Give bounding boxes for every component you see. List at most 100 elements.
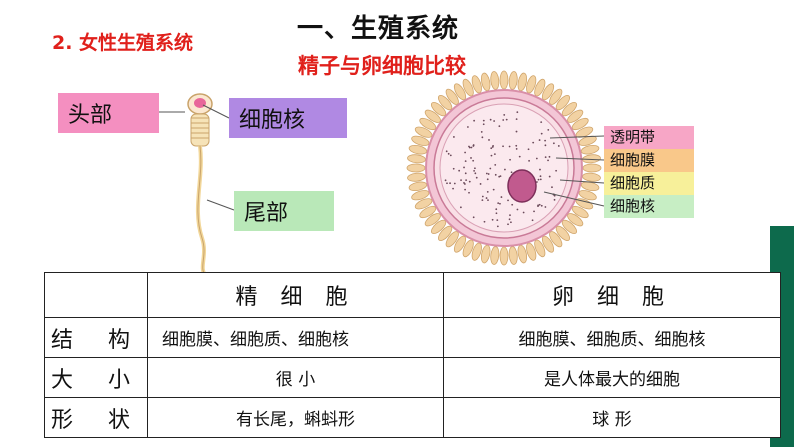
- yolk-granule: [464, 172, 467, 175]
- yolk-granule: [474, 172, 477, 175]
- sperm-head-label: 头部: [58, 93, 159, 133]
- yolk-granule: [495, 208, 498, 211]
- yolk-granule: [502, 119, 505, 121]
- yolk-granule: [493, 120, 496, 122]
- corona-cell: [407, 154, 426, 164]
- yolk-granule: [555, 169, 558, 172]
- corona-cell: [526, 75, 537, 94]
- sperm-label-pointers: [159, 104, 235, 211]
- yolk-granule: [470, 146, 473, 149]
- yolk-granule: [464, 188, 466, 191]
- corona-cell: [580, 144, 600, 155]
- yolk-granule: [463, 183, 466, 185]
- table-header-empty: [44, 272, 148, 318]
- yolk-granule: [509, 158, 511, 161]
- cell-egg-shape: 球 形: [443, 397, 781, 438]
- corona-cell: [549, 231, 563, 248]
- yolk-granule: [481, 136, 484, 139]
- corona-cell: [575, 198, 594, 210]
- yolk-granule: [495, 212, 498, 215]
- yolk-granule: [494, 173, 497, 176]
- yolk-granule: [533, 210, 535, 213]
- yolk-granule: [515, 130, 518, 133]
- page-title: 一、生殖系统: [297, 14, 460, 44]
- yolk-granule: [486, 178, 489, 181]
- corona-cell: [508, 71, 518, 90]
- yolk-granule: [481, 195, 484, 198]
- yolk-granule: [445, 150, 448, 153]
- yolk-granule: [446, 182, 448, 185]
- egg-nucleus-label: 细胞核: [604, 195, 694, 218]
- yolk-granule: [507, 199, 509, 202]
- yolk-granule: [487, 173, 490, 175]
- yolk-granule: [515, 144, 518, 147]
- corona-cell: [490, 71, 500, 90]
- corona-cell: [490, 246, 500, 265]
- yolk-granule: [447, 152, 450, 155]
- sperm-nucleus-label: 细胞核: [229, 98, 347, 138]
- yolk-granule: [472, 159, 475, 162]
- yolk-granule: [458, 169, 461, 172]
- yolk-granule: [497, 202, 500, 205]
- comparison-table: 精 细 胞 卵 细 胞 结 构 细胞膜、细胞质、细胞核 细胞膜、细胞质、细胞核 …: [44, 272, 781, 438]
- yolk-granule: [485, 172, 488, 175]
- yolk-granule: [551, 186, 553, 189]
- yolk-granule: [537, 178, 540, 181]
- yolk-granule: [459, 206, 462, 209]
- yolk-granule: [510, 171, 513, 174]
- yolk-granule: [509, 214, 511, 217]
- yolk-granule: [467, 126, 469, 128]
- yolk-granule: [486, 190, 489, 193]
- yolk-granule: [452, 187, 454, 190]
- egg-zona-label: 透明带: [604, 126, 694, 149]
- row-label-size: 大 小: [44, 357, 148, 398]
- sperm-tail-label: 尾部: [234, 191, 334, 231]
- yolk-granule: [452, 167, 455, 170]
- egg-cell-illustration: [406, 70, 602, 266]
- yolk-granule: [473, 119, 476, 122]
- yolk-granule: [510, 221, 512, 224]
- yolk-granule: [553, 198, 556, 201]
- corona-cell: [419, 205, 437, 219]
- table-row: 结 构 细胞膜、细胞质、细胞核 细胞膜、细胞质、细胞核: [44, 317, 781, 358]
- yolk-granule: [465, 179, 468, 182]
- yolk-granule: [470, 157, 472, 159]
- yolk-granule: [553, 194, 556, 197]
- yolk-granule: [505, 118, 508, 121]
- yolk-granule: [511, 203, 514, 206]
- yolk-granule: [483, 220, 486, 223]
- yolk-granule: [468, 145, 470, 148]
- corona-cell: [424, 213, 441, 227]
- corona-cell: [575, 126, 594, 138]
- decorative-dots-top: [766, 98, 794, 122]
- corona-cell: [578, 190, 597, 201]
- yolk-granule: [503, 114, 506, 116]
- yolk-granule: [460, 179, 462, 182]
- yolk-granule: [463, 166, 465, 169]
- table-row: 大 小 很 小 是人体最大的细胞: [44, 357, 781, 398]
- cell-egg-structure: 细胞膜、细胞质、细胞核: [443, 317, 781, 358]
- section-label: 2. 女性生殖系统: [52, 32, 194, 54]
- yolk-granule: [481, 199, 484, 202]
- yolk-granule: [548, 155, 551, 158]
- yolk-granule: [479, 183, 482, 185]
- yolk-granule: [544, 206, 547, 208]
- yolk-granule: [492, 145, 494, 147]
- yolk-granule: [482, 119, 485, 122]
- corona-cell: [555, 94, 570, 111]
- corona-cell: [438, 94, 453, 111]
- yolk-granule: [548, 175, 551, 178]
- corona-cell: [499, 70, 509, 90]
- yolk-granule: [480, 131, 483, 133]
- row-label-structure: 结 构: [44, 317, 148, 358]
- yolk-granule: [468, 191, 470, 194]
- yolk-granule: [453, 136, 455, 138]
- egg-cytoplasm-label: 细胞质: [604, 172, 694, 195]
- yolk-granule: [498, 125, 501, 128]
- cell-sperm-structure: 细胞膜、细胞质、细胞核: [147, 317, 444, 358]
- yolk-granule: [489, 167, 492, 170]
- page-subtitle: 精子与卵细胞比较: [298, 54, 466, 78]
- yolk-granule: [528, 159, 530, 162]
- decorative-dots-bottom: [190, 436, 232, 440]
- yolk-granule: [492, 188, 495, 191]
